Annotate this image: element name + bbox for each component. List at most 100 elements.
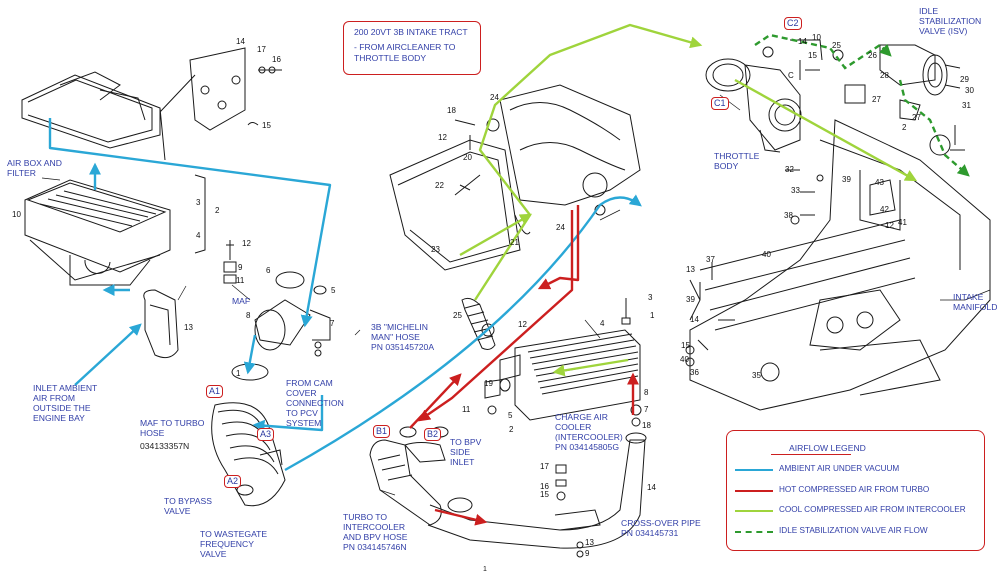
label-crossover-pipe: CROSS-OVER PIPE PN 034145731 [621,518,701,538]
label-air-box: AIR BOX AND FILTER [7,158,62,178]
isv-assembly [879,44,965,156]
tag-b1: B1 [373,425,391,438]
part-number: 27 [912,113,921,122]
part-number: 6 [266,266,271,275]
part-number: 12 [518,320,527,329]
title-line-1: 200 20VT 3B INTAKE TRACT [354,27,468,37]
part-number: 31 [962,101,971,110]
part-number: 10 [812,33,821,42]
part-number: 12 [438,133,447,142]
legend-label-ambient: AMBIENT AIR UNDER VACUUM [779,464,900,473]
legend-row-isv: IDLE STABILIZATION VALVE AIR FLOW [735,526,983,538]
part-number: 14 [647,483,656,492]
part-number: 8 [644,388,649,397]
label-throttle-body: THROTTLE BODY [714,151,760,171]
cool-flow-throttle [734,78,918,182]
bracket-part [159,47,282,254]
part-number: 16 [540,482,549,491]
part-number: 2 [215,206,220,215]
legend-swatch-ambient [735,469,773,471]
part-number: 39 [686,295,695,304]
part-number: 24 [556,223,565,232]
label-turbo-to-intercooler: TURBO TO INTERCOOLER AND BPV HOSE PN 034… [343,512,408,552]
part-number: 5 [331,286,336,295]
part-number: 32 [785,165,794,174]
label-to-bpv-side: TO BPV SIDE INLET [450,437,482,467]
part-number: 40 [762,250,771,259]
turbo-intercooler-hose [369,426,449,526]
part-number: 5 [508,411,513,420]
airflow-legend: AIRFLOW LEGEND AMBIENT AIR UNDER VACUUM … [726,430,985,551]
legend-row-cool: COOL COMPRESSED AIR FROM INTERCOOLER [735,505,983,517]
part-number: 13 [585,538,594,547]
manifold-fasteners [685,169,824,367]
part-number: 41 [898,218,907,227]
part-number: 15 [808,51,817,60]
part-number: 2 [509,425,514,434]
label-maf-to-turbo-pn: 034133357N [140,441,190,451]
part-number: 23 [431,245,440,254]
hot-flow-to-b1 [409,373,462,429]
ambient-flow-maf-hose [243,334,257,375]
intercooler [484,298,641,421]
part-number: 18 [642,421,651,430]
ambient-flow-cam-cover [252,395,324,432]
part-number: 8 [246,311,251,320]
part-number: 9 [238,263,243,272]
part-number: 10 [12,210,21,219]
hot-flow-riser [418,210,574,422]
title-line-2: - FROM AIRCLEANER TO THROTTLE BODY [354,42,456,63]
part-number: 19 [484,379,493,388]
label-to-wastegate: TO WASTEGATE FREQUENCY VALVE [200,529,268,559]
part-number: 25 [832,41,841,50]
maf-assembly [223,240,331,357]
part-number: 17 [257,45,266,54]
part-number: 38 [784,211,793,220]
upper-manifold-center [389,84,641,271]
airflow-arrows [48,23,970,526]
part-number: 21 [510,238,519,247]
tag-a3: A3 [257,428,275,441]
legend-swatch-hot [735,490,773,492]
part-number: 1 [236,369,241,378]
bottom-marker: 1 [483,566,487,573]
part-number: 40 [680,355,689,364]
part-number: 15 [262,121,271,130]
part-number: C [788,71,794,80]
cool-flow-hose [459,213,533,257]
label-maf-to-turbo: MAF TO TURBO HOSE [140,418,205,438]
part-number: 14 [690,315,699,324]
part-number: 22 [435,181,444,190]
label-isv: IDLE STABILIZATION VALVE (ISV) [919,6,982,36]
tag-b2: B2 [424,428,442,441]
tag-a2: A2 [224,475,242,488]
part-number: 7 [644,405,649,414]
part-number: 18 [447,106,456,115]
label-michelin-hose: 3B "MICHELIN MAN" HOSE PN 035145720A [371,322,435,352]
part-number: 12 [885,221,894,230]
cool-flow-michelin [473,23,703,301]
tag-c2: C2 [784,17,802,30]
label-maf: MAF [232,296,251,306]
part-number: 20 [463,153,472,162]
intake-manifold [689,119,991,411]
label-intake-manifold: INTAKE MANIFOLD [953,292,998,312]
part-number: 4 [196,231,201,240]
label-inlet-ambient: INLET AMBIENT AIR FROM OUTSIDE THE ENGIN… [33,383,98,423]
part-number: 11 [462,405,471,414]
ambient-flow-airbox [48,118,332,328]
michelin-hose [461,297,496,350]
part-number: 14 [798,37,807,46]
title-box: 200 20VT 3B INTAKE TRACT - FROM AIRCLEAN… [343,21,481,75]
part-number: 43 [875,178,884,187]
legend-label-cool: COOL COMPRESSED AIR FROM INTERCOOLER [779,505,966,514]
label-from-cam-cover: FROM CAM COVER CONNECTION TO PCV SYSTEM [286,378,344,428]
legend-label-hot: HOT COMPRESSED AIR FROM TURBO [779,485,930,494]
part-number: 13 [686,265,695,274]
legend-swatch-isv [735,531,773,533]
part-number-labels: 1417161532410129115678113182412202223212… [12,33,974,558]
part-number: 24 [490,93,499,102]
air-box-lid [21,71,161,149]
part-number: 16 [272,55,281,64]
